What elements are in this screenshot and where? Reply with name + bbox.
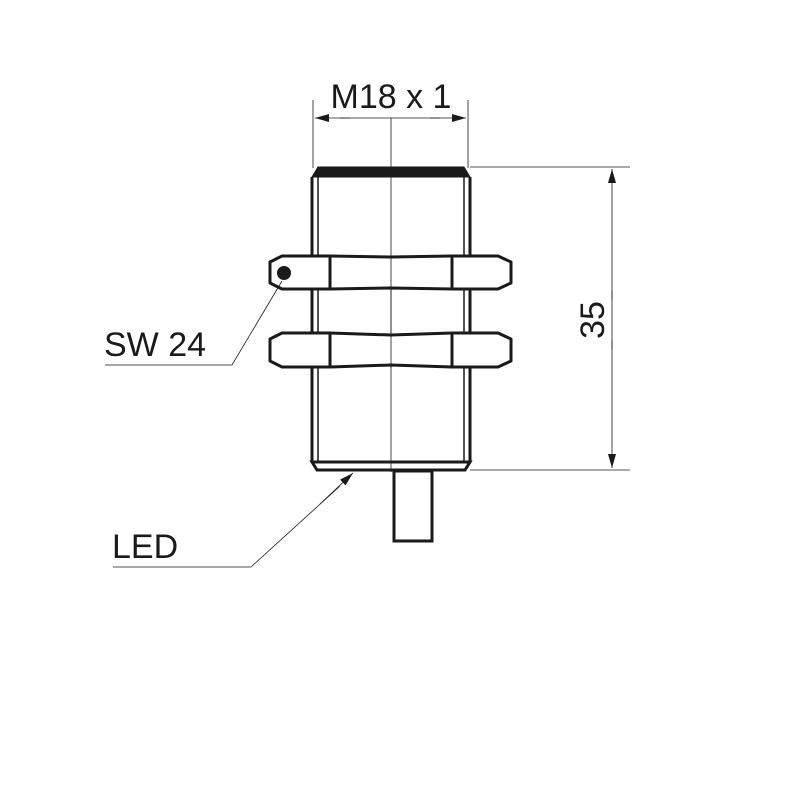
thread-dimension bbox=[312, 100, 469, 168]
led-arrow bbox=[319, 472, 354, 505]
sensor-body bbox=[309, 166, 473, 472]
led-label: LED bbox=[112, 528, 178, 566]
length-dimension bbox=[470, 166, 630, 471]
led-indicator-dot bbox=[277, 266, 291, 280]
wrench-leader bbox=[105, 280, 283, 366]
cable bbox=[392, 469, 434, 543]
led-leader bbox=[113, 485, 341, 568]
nut-lower bbox=[268, 331, 513, 369]
length-label: 35 bbox=[574, 301, 612, 339]
thread-label: M18 x 1 bbox=[331, 78, 452, 116]
nut-upper bbox=[268, 254, 513, 291]
wrench-label: SW 24 bbox=[104, 326, 206, 364]
